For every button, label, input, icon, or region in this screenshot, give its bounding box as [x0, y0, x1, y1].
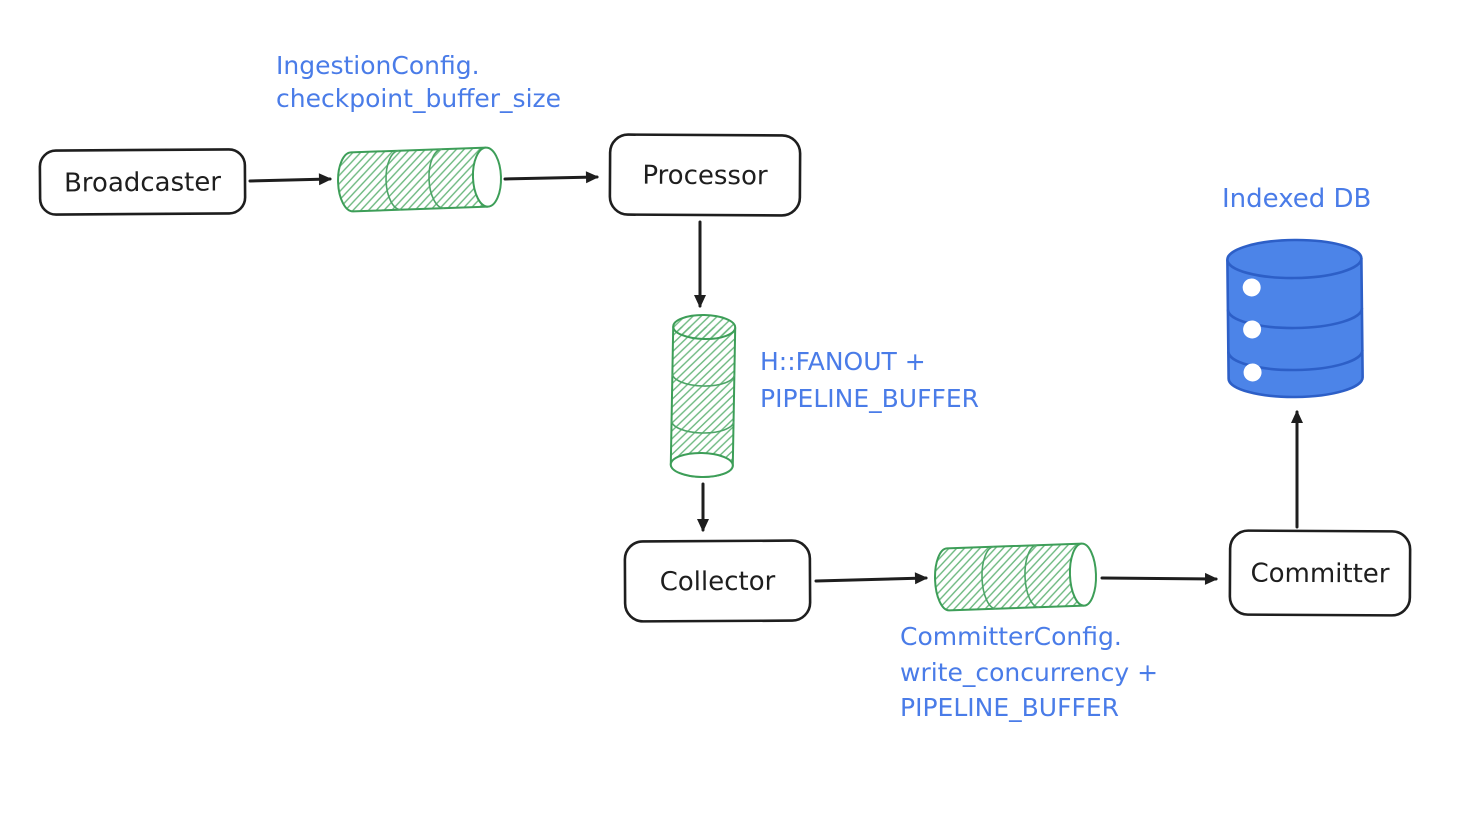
buffer-segment-line	[670, 420, 735, 434]
arrow-buffer-to-committer	[1100, 572, 1218, 585]
buffer-segment-line	[981, 545, 997, 610]
db-dot	[1243, 320, 1262, 339]
collector-box	[623, 539, 812, 623]
broadcaster-box	[38, 148, 247, 216]
db-dot	[1243, 363, 1262, 382]
db-band-line	[1227, 350, 1364, 372]
committer-config-line3: PIPELINE_BUFFER	[900, 693, 1119, 722]
indexed-db-label: Indexed DB	[1222, 184, 1371, 214]
buffer-body	[934, 542, 1085, 612]
buffer-end-face	[1068, 542, 1097, 607]
ingestion-buffer-cylinder-icon	[337, 146, 503, 213]
fanout-line1: H::FANOUT +	[760, 347, 926, 376]
broadcaster-label: Broadcaster	[64, 167, 221, 198]
label-ingestion-config: IngestionConfig. checkpoint_buffer_size	[276, 51, 561, 113]
node-collector: Collector	[623, 539, 812, 623]
label-fanout: H::FANOUT + PIPELINE_BUFFER	[760, 347, 979, 413]
collector-label: Collector	[660, 567, 776, 598]
arrow-broadcaster-to-buffer	[248, 173, 332, 186]
buffer-end-face	[669, 451, 734, 478]
committer-label: Committer	[1250, 559, 1389, 590]
committer-config-line1: CommitterConfig.	[900, 622, 1122, 651]
buffer-top-face	[672, 314, 737, 341]
ingestion-config-line2: checkpoint_buffer_size	[276, 84, 561, 113]
processor-box	[608, 133, 802, 217]
db-band-line	[1226, 308, 1364, 330]
committer-box	[1228, 529, 1412, 617]
buffer-end-face	[471, 146, 503, 208]
processor-label: Processor	[642, 161, 768, 192]
indexed-db-database-icon	[1226, 238, 1364, 399]
db-dot	[1242, 278, 1261, 297]
arrow-collector-to-buffer	[814, 572, 928, 585]
db-top-face	[1226, 238, 1363, 280]
committer-buffer-cylinder-icon	[934, 542, 1097, 612]
buffer-body	[337, 146, 489, 213]
buffer-segment-line	[671, 373, 736, 387]
buffer-segment-line	[385, 149, 402, 211]
buffer-segment-line	[428, 148, 445, 209]
label-committer-config: CommitterConfig. write_concurrency + PIP…	[900, 622, 1158, 722]
committer-config-line2: write_concurrency +	[900, 658, 1158, 687]
node-committer: Committer	[1228, 529, 1412, 617]
buffer-segment-line	[1024, 544, 1040, 608]
pipeline-buffer-cylinder-icon	[669, 314, 737, 478]
node-broadcaster: Broadcaster	[38, 148, 247, 216]
arrow-buffer-to-processor	[503, 171, 599, 184]
fanout-line2: PIPELINE_BUFFER	[760, 384, 979, 413]
ingestion-config-line1: IngestionConfig.	[276, 51, 480, 80]
node-processor: Processor	[608, 133, 802, 217]
